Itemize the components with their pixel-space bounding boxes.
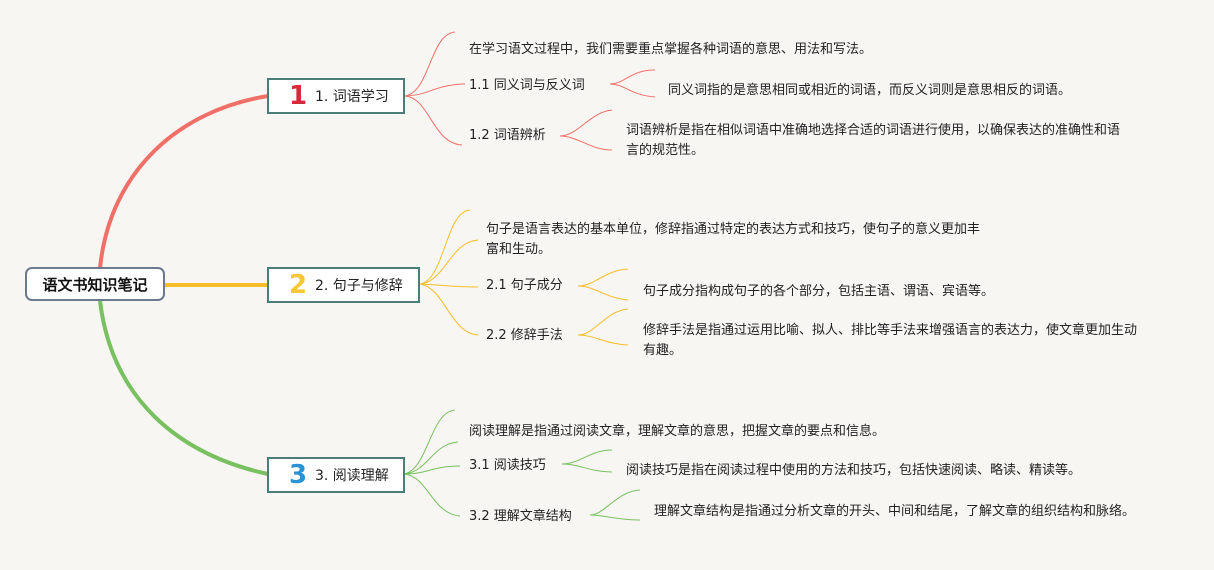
branch-1-intro: 在学习语文过程中，我们需要重点掌握各种词语的意思、用法和写法。 xyxy=(469,42,873,57)
sub-1-1-desc: 同义词指的是意思相同或相近的词语，而反义词则是意思相反的词语。 xyxy=(668,83,1072,98)
branch-3-title: 3. 阅读理解 xyxy=(315,468,389,484)
sub-2-1-desc: 句子成分指构成句子的各个部分，包括主语、谓语、宾语等。 xyxy=(643,284,995,299)
branch-3-intro: 阅读理解是指通过阅读文章，理解文章的意思，把握文章的要点和信息。 xyxy=(469,424,886,439)
branch-3-box[interactable]: 3 3. 阅读理解 xyxy=(267,457,405,493)
sub-2-2-desc: 修辞手法是指通过运用比喻、拟人、排比等手法来增强语言的表达力，使文章更加生动有趣… xyxy=(643,323,1138,358)
branch-1-title: 1. 词语学习 xyxy=(315,89,389,105)
sub-1-1-label[interactable]: 1.1 同义词与反义词 xyxy=(469,78,585,93)
connector-central-branch-3 xyxy=(98,300,269,476)
number-two-icon: 2 xyxy=(289,270,308,300)
branch-2-fan xyxy=(419,209,629,346)
connector-central-branch-1 xyxy=(98,94,269,269)
branch-1-box[interactable]: 1 1. 词语学习 xyxy=(267,78,405,114)
sub-3-2-desc: 理解文章结构是指通过分析文章的开头、中间和结尾，了解文章的组织结构和脉络。 xyxy=(654,504,1136,519)
central-topic-label: 语文书知识笔记 xyxy=(42,275,148,294)
number-three-icon: 3 xyxy=(289,460,308,490)
sub-3-2-label[interactable]: 3.2 理解文章结构 xyxy=(469,509,572,524)
number-one-icon: 1 xyxy=(289,81,308,111)
branch-1-fan xyxy=(404,31,656,151)
sub-3-1-label[interactable]: 3.1 阅读技巧 xyxy=(469,458,546,473)
branch-3-fan xyxy=(403,409,641,521)
sub-2-2-label[interactable]: 2.2 修辞手法 xyxy=(486,328,563,343)
sub-1-2-desc: 词语辨析是指在相似词语中准确地选择合适的词语进行使用，以确保表达的准确性和语言的… xyxy=(626,123,1121,158)
branch-2-title: 2. 句子与修辞 xyxy=(315,278,403,294)
central-topic[interactable]: 语文书知识笔记 xyxy=(25,267,165,301)
sub-2-1-label[interactable]: 2.1 句子成分 xyxy=(486,278,563,293)
sub-3-1-desc: 阅读技巧是指在阅读过程中使用的方法和技巧，包括快速阅读、略读、精读等。 xyxy=(626,463,1082,478)
branch-2-box[interactable]: 2 2. 句子与修辞 xyxy=(267,267,420,303)
branch-2-intro: 句子是语言表达的基本单位，修辞指通过特定的表达方式和技巧，使句子的意义更加丰富和… xyxy=(486,222,981,257)
sub-1-2-label[interactable]: 1.2 词语辨析 xyxy=(469,128,546,143)
